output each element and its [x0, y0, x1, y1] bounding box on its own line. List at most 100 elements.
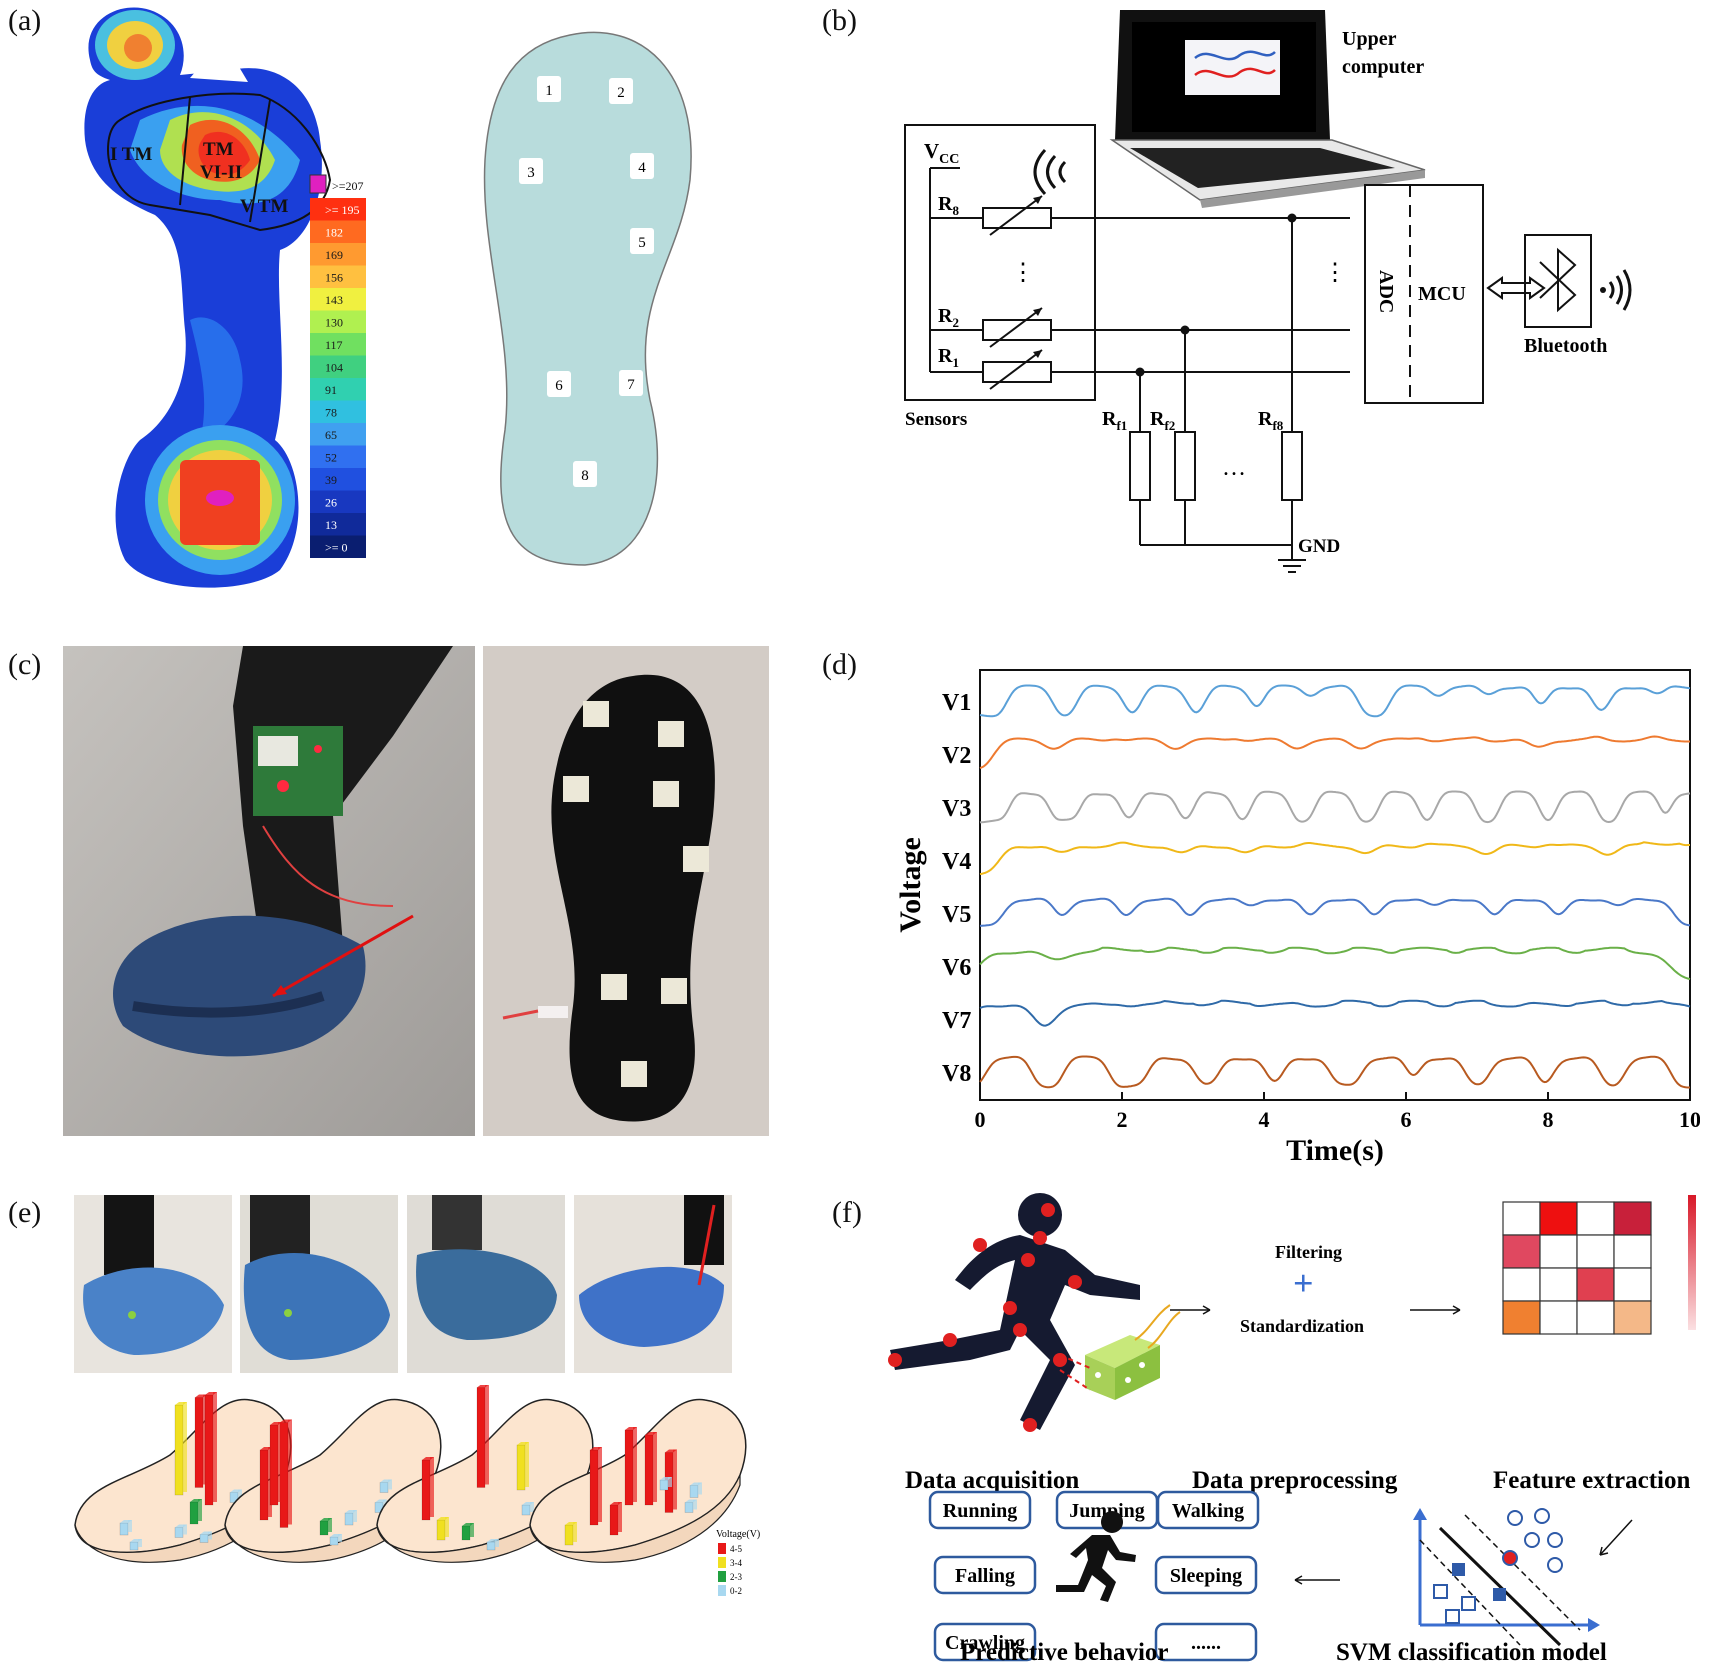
series-label-v7: V7: [942, 1008, 971, 1034]
legend-swatch: [310, 535, 366, 558]
x-tick-label: 10: [1679, 1107, 1700, 1132]
voltage-legend-swatch: [718, 1571, 726, 1582]
legend-swatch: [310, 490, 366, 513]
series-label-v8: V8: [942, 1061, 971, 1087]
legend-swatch: [310, 265, 366, 288]
heatmap-cell: [1576, 1300, 1615, 1335]
x-tick-label: 8: [1543, 1107, 1554, 1132]
voltage-bar: [199, 1534, 209, 1543]
heatmap-cell: [1613, 1300, 1652, 1335]
voltage-bar: [379, 1482, 389, 1493]
bluetooth-label: Bluetooth: [1524, 335, 1607, 357]
heatmap-cell: [1539, 1300, 1578, 1335]
series-line-v7: [979, 999, 1691, 1027]
panel-label-f: (f): [832, 1196, 862, 1229]
heatmap-cell: [1502, 1300, 1541, 1335]
legend-value-label: 91: [325, 383, 337, 397]
behavior-label: ......: [1191, 1632, 1221, 1654]
voltage-legend-label: 0-2: [730, 1586, 742, 1596]
sensor-marker: [619, 370, 643, 396]
voltage-legend-label: 4-5: [730, 1544, 742, 1554]
heatmap-cell: [1613, 1267, 1652, 1302]
legend-value-label: 130: [325, 316, 343, 330]
series-line-v1: [979, 684, 1691, 718]
voltage-bar: [194, 1397, 204, 1488]
sensor-number: 8: [581, 468, 589, 484]
heatmap-cell: [1502, 1201, 1541, 1236]
bluetooth-box: [1524, 234, 1592, 328]
heatmap-cell: [1502, 1267, 1541, 1302]
voltage-bar: [644, 1434, 654, 1506]
legend-swatch: [310, 513, 366, 536]
voltage-bar: [516, 1444, 526, 1491]
sensor-marker: [609, 78, 633, 104]
sensor-number: 4: [638, 160, 646, 176]
feature-extraction-label: Feature extraction: [1493, 1467, 1690, 1494]
photo-gait-3: [407, 1195, 565, 1373]
adc-label: ADC: [1375, 270, 1397, 313]
legend-value-label: 65: [325, 428, 337, 442]
heatmap-cell: [1613, 1234, 1652, 1269]
panel-b-circuit: Upper computer Sensors VCC R8 ⋮ R2 R1 ⋮ …: [904, 10, 1632, 573]
legend-swatch: [310, 333, 366, 356]
region-label-vi-ii: VI-II: [200, 162, 242, 183]
mcu-label: MCU: [1418, 283, 1466, 305]
upper-computer-label-2: computer: [1342, 56, 1424, 78]
region-label-itm: I TM: [110, 144, 152, 165]
heatmap-cell: [1613, 1201, 1652, 1236]
series-label-v6: V6: [942, 955, 971, 981]
laptop-icon: [1033, 10, 1426, 208]
legend-swatch: [310, 220, 366, 243]
series-line-v5: [979, 897, 1691, 927]
rf1-label: Rf1: [1102, 408, 1127, 433]
voltage-bar: [174, 1404, 184, 1496]
sensors-box: [904, 124, 1096, 401]
vcc-label: VCC: [924, 139, 959, 167]
sensor-marker: [630, 228, 654, 254]
insole-3d-4: [529, 1398, 747, 1563]
chart-xlabel: Time(s): [1286, 1134, 1384, 1167]
legend-value-label: 104: [325, 361, 343, 375]
behavior-label: Running: [943, 1500, 1018, 1522]
sensor-resistor-r2: [982, 319, 1052, 341]
bluetooth-icon: [1539, 247, 1577, 313]
r8-label: R8: [938, 193, 959, 218]
plus-sign: +: [1293, 1263, 1314, 1303]
voltage-bar: [589, 1449, 599, 1526]
sensor-number: 7: [627, 377, 635, 393]
sensor-number: 6: [555, 378, 563, 394]
legend-swatch: [310, 423, 366, 446]
upper-computer-label-1: Upper: [1342, 28, 1397, 50]
data-acquisition-label: Data acquisition: [905, 1467, 1079, 1494]
series-label-v4: V4: [942, 849, 971, 875]
heatmap-cell: [1539, 1267, 1578, 1302]
photo-shoe-worn: [63, 646, 475, 1136]
voltage-bar: [269, 1424, 279, 1506]
x-tick-label: 2: [1117, 1107, 1128, 1132]
panel-label-e: (e): [8, 1196, 42, 1229]
series-line-v8: [979, 1055, 1690, 1089]
photo-gait-2: [240, 1195, 398, 1373]
sensor-marker: [573, 461, 597, 487]
voltage-bar: [684, 1502, 694, 1513]
voltage-bar: [344, 1512, 354, 1526]
legend-value-label: 156: [325, 271, 343, 285]
legend-value-label: 13: [325, 518, 337, 532]
legend-value-label: 143: [325, 293, 343, 307]
feedback-resistor-rf2: [1174, 431, 1196, 501]
behavior-bubble: [928, 1490, 1032, 1530]
voltage-bar: [659, 1479, 669, 1491]
voltage-bar: [421, 1459, 431, 1521]
voltage-bar: [521, 1504, 531, 1516]
legend-value-label: >= 195: [325, 203, 360, 217]
series-line-v6: [979, 946, 1691, 981]
legend-swatch: [310, 468, 366, 491]
series-line-v4: [979, 841, 1690, 876]
voltage-legend-label: 3-4: [730, 1558, 742, 1568]
voltage-legend-swatch: [718, 1557, 726, 1568]
heatmap-cell: [1539, 1201, 1578, 1236]
behavior-label: Sleeping: [1170, 1565, 1242, 1587]
behavior-label: Walking: [1172, 1500, 1244, 1522]
